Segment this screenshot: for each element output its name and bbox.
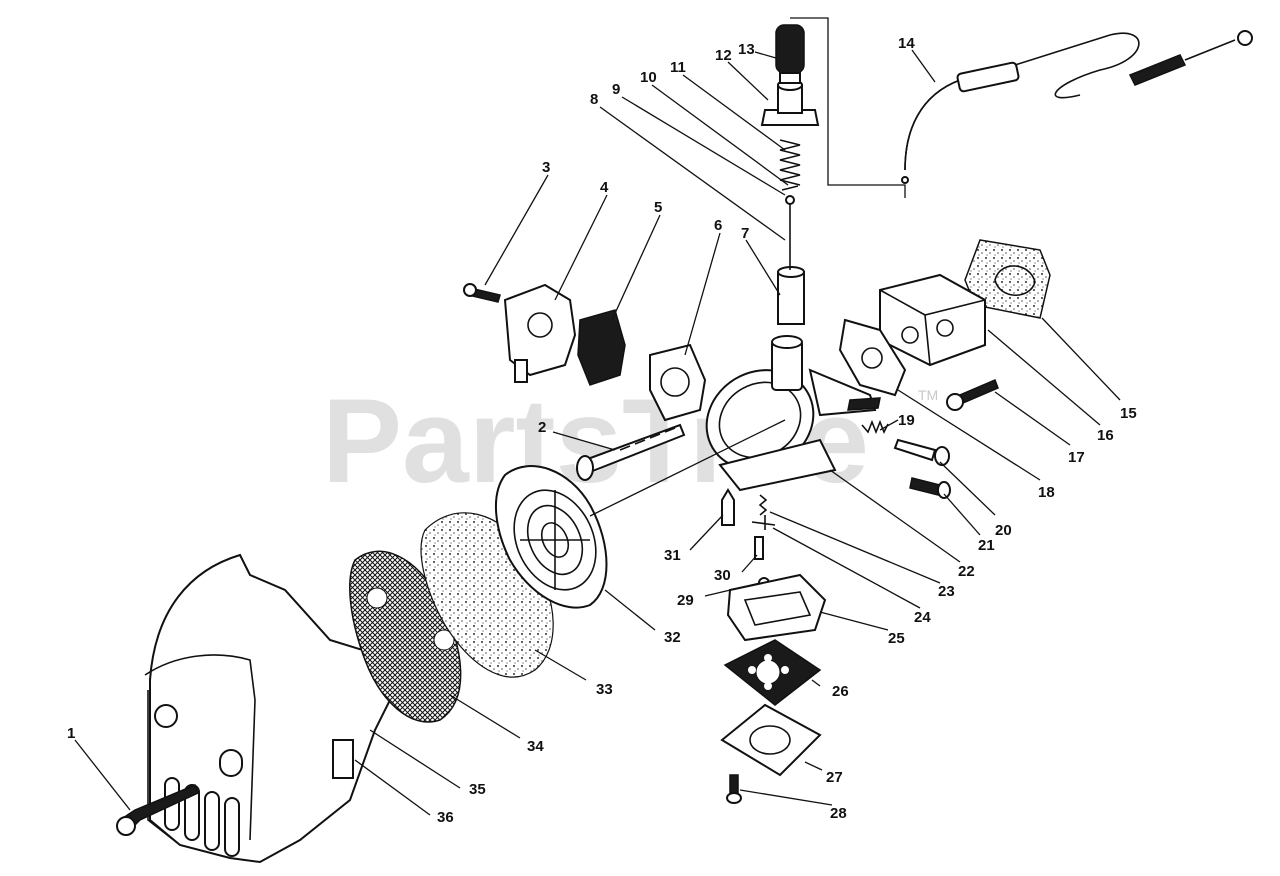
metering-gasket [726, 573, 827, 642]
filter-base-plate [494, 465, 608, 609]
screen-hole [366, 587, 388, 609]
cable-end-sleeve [1128, 54, 1187, 86]
callout-30: 30 [714, 567, 731, 584]
air-filter-cover [144, 553, 397, 864]
callout-28: 28 [830, 805, 847, 822]
callout-24: 24 [914, 609, 931, 626]
callout-34: 34 [527, 738, 544, 755]
pump-cover [503, 283, 577, 383]
cable-adjuster [775, 24, 805, 84]
callout-13: 13 [738, 41, 755, 58]
lever-pin [754, 536, 764, 560]
callout-27: 27 [826, 769, 843, 786]
carburetor-gasket [838, 318, 907, 397]
callout-7: 7 [741, 225, 749, 242]
callout-16: 16 [1097, 427, 1114, 444]
pump-diaphragm [577, 309, 626, 386]
callout-19: 19 [898, 412, 915, 429]
idle-spring [861, 419, 889, 435]
callout-14: 14 [898, 35, 915, 52]
callout-3: 3 [542, 159, 550, 176]
callout-6: 6 [714, 217, 722, 234]
cover-screw [116, 784, 199, 836]
callout-21: 21 [978, 537, 995, 554]
long-screw [576, 423, 686, 481]
leader-lines [74, 49, 1121, 816]
callout-20: 20 [995, 522, 1012, 539]
callout-35: 35 [469, 781, 486, 798]
callout-9: 9 [612, 81, 620, 98]
callout-22: 22 [958, 563, 975, 580]
callout-31: 31 [664, 547, 681, 564]
callout-1: 1 [67, 725, 75, 742]
idle-screw [893, 438, 950, 466]
throttle-cable [901, 30, 1253, 184]
screen-hole [433, 629, 455, 651]
mixture-screw [909, 477, 951, 499]
pump-gasket [649, 343, 707, 422]
watermark-trademark: TM [918, 387, 938, 403]
mounting-screw [946, 379, 999, 411]
carburetor-cap [760, 79, 820, 126]
callout-23: 23 [938, 583, 955, 600]
callout-17: 17 [1068, 449, 1085, 466]
intake-gasket [964, 239, 1051, 319]
callout-32: 32 [664, 629, 681, 646]
callout-8: 8 [590, 91, 598, 108]
callout-29: 29 [677, 592, 694, 609]
cover-label-plate [332, 739, 354, 779]
callout-11: 11 [670, 59, 686, 76]
callout-labels: 1 2 3 4 5 6 7 8 9 10 11 12 13 14 15 16 1… [67, 35, 1137, 826]
callout-25: 25 [888, 630, 905, 647]
callout-26: 26 [832, 683, 849, 700]
spring-retainer [781, 185, 799, 191]
inlet-needle [721, 488, 735, 526]
pump-screw [463, 283, 501, 303]
callout-4: 4 [600, 179, 609, 196]
cover-screw-small [726, 774, 742, 804]
callout-18: 18 [1038, 484, 1055, 501]
throttle-spring [779, 139, 801, 186]
cable-routing-line [790, 17, 906, 198]
metering-cover [720, 703, 822, 777]
metering-diaphragm [723, 639, 822, 706]
callout-10: 10 [640, 69, 657, 86]
lever-spring [758, 494, 768, 516]
callout-33: 33 [596, 681, 613, 698]
callout-5: 5 [654, 199, 662, 216]
callout-2: 2 [538, 419, 546, 436]
inlet-lever [751, 515, 776, 530]
needle-clip [785, 195, 795, 205]
callout-12: 12 [715, 47, 732, 64]
throttle-slide [777, 266, 805, 325]
callout-15: 15 [1120, 405, 1137, 422]
callout-36: 36 [437, 809, 454, 826]
